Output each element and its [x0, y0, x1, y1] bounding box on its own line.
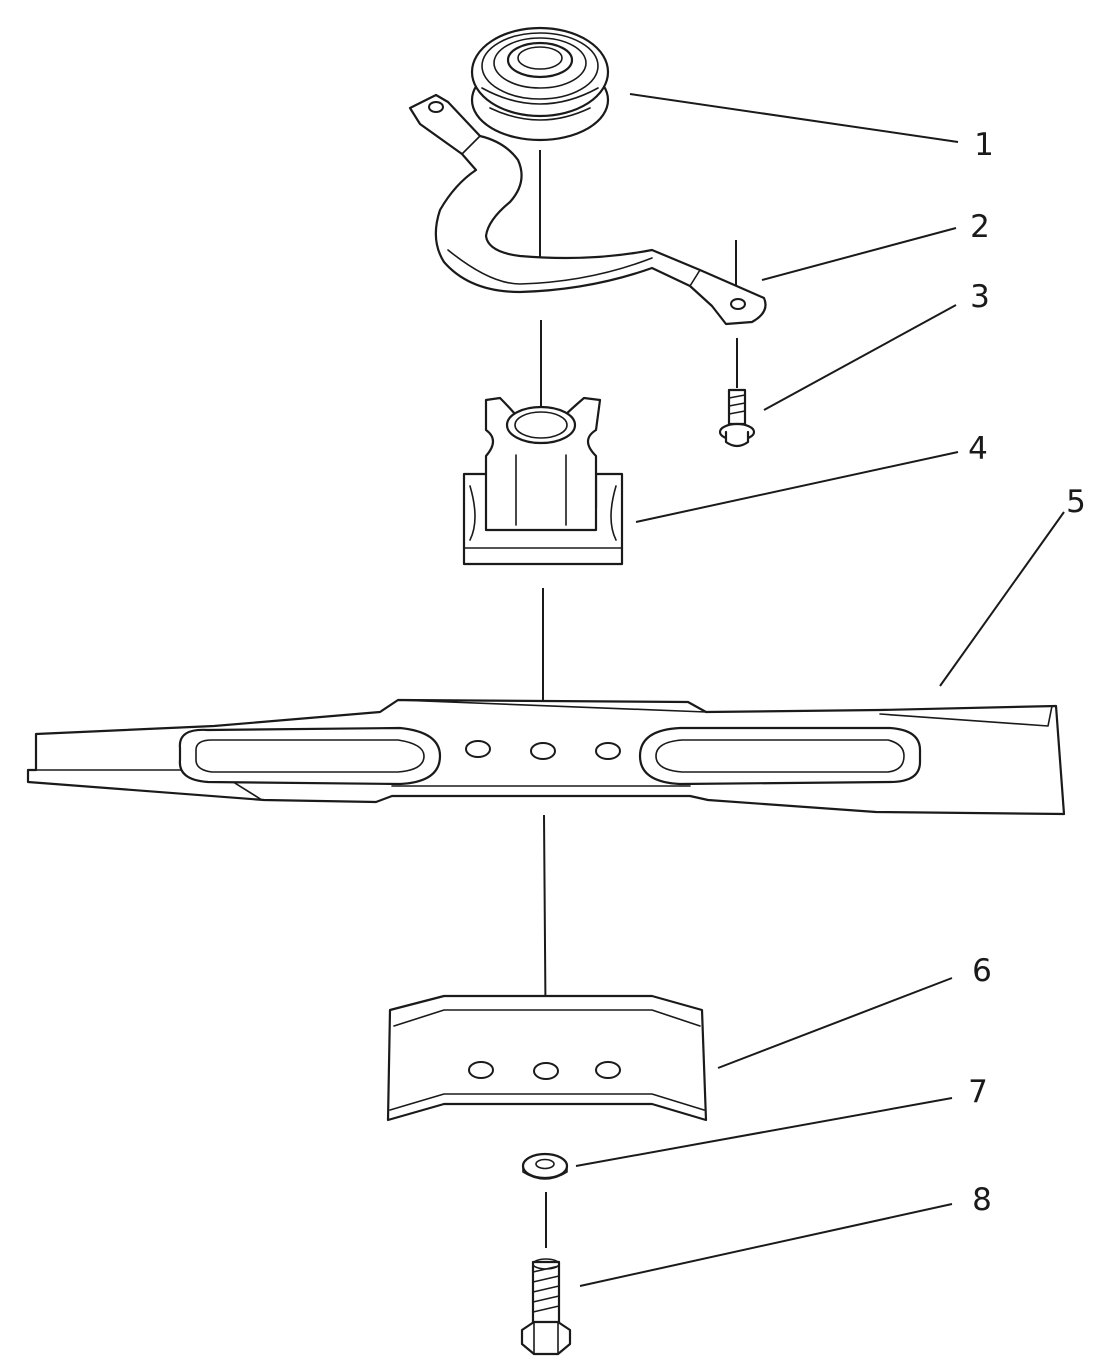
blade-stiffener — [386, 994, 708, 1122]
leader-4 — [635, 451, 959, 523]
callout-7: 7 — [968, 1074, 988, 1110]
leader-1 — [629, 93, 959, 143]
leader-5 — [939, 511, 1065, 687]
leader-3 — [763, 304, 957, 411]
leader-lines — [575, 93, 1065, 1287]
callout-1: 1 — [974, 127, 994, 163]
mower-blade — [26, 698, 1066, 816]
leader-6 — [717, 977, 953, 1069]
blade-adapter — [462, 396, 624, 566]
leader-2 — [761, 227, 957, 281]
flange-bolt — [718, 388, 756, 448]
leader-7 — [575, 1097, 953, 1167]
callout-2: 2 — [970, 209, 990, 245]
callout-8: 8 — [972, 1182, 992, 1218]
idler-bracket — [408, 93, 767, 326]
callout-4: 4 — [968, 431, 988, 467]
callout-labels: 1 2 3 4 5 6 7 8 — [968, 127, 1086, 1218]
leader-8 — [579, 1203, 953, 1287]
washer — [521, 1152, 569, 1180]
idler-pulley — [470, 26, 610, 142]
callout-5: 5 — [1066, 484, 1086, 520]
callout-3: 3 — [970, 279, 990, 315]
callout-6: 6 — [972, 953, 992, 989]
hex-bolt — [520, 1258, 572, 1356]
